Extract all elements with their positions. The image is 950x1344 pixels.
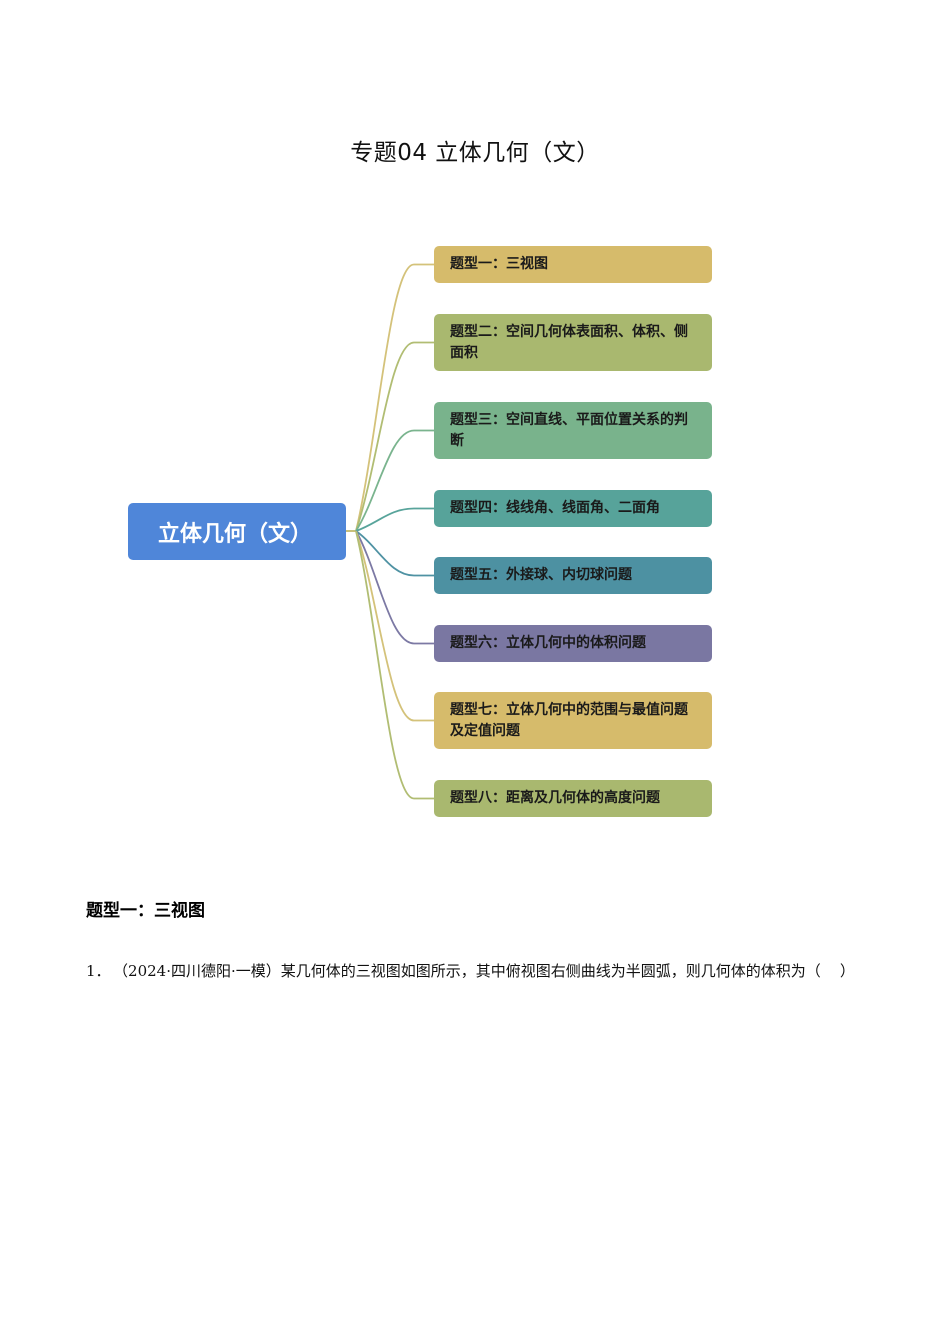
branch-label: 题型四：线线角、线面角、二面角 [450,500,660,516]
mind-map-branch-5: 题型五：外接球、内切球问题 [434,557,712,594]
mind-map-branch-3: 题型三：空间直线、平面位置关系的判断 [434,402,712,459]
mind-map: 立体几何（文） 题型一：三视图 题型二：空间几何体表面积、体积、侧面积 题型三：… [128,246,712,817]
mind-map-branch-8: 题型八：距离及几何体的高度问题 [434,780,712,817]
mind-map-branch-6: 题型六：立体几何中的体积问题 [434,625,712,662]
question-source: （2024·四川德阳·一模） [120,962,281,980]
mind-map-branch-4: 题型四：线线角、线面角、二面角 [434,490,712,527]
mind-map-connectors [346,263,434,800]
branch-label: 题型七：立体几何中的范围与最值问题及定值问题 [450,701,688,739]
question-1: 1． （2024·四川德阳·一模）某几何体的三视图如图所示，其中俯视图右侧曲线为半… [86,953,866,989]
mind-map-root-node: 立体几何（文） [128,503,346,560]
question-text: 某几何体的三视图如图所示，其中俯视图右侧曲线为半圆弧，则几何体的体积为 [280,962,806,980]
question-number: 1． [86,962,111,980]
branch-label: 题型五：外接球、内切球问题 [450,567,632,583]
branch-label: 题型二：空间几何体表面积、体积、侧面积 [450,323,688,361]
branch-label: 题型三：空间直线、平面位置关系的判断 [450,411,688,449]
section-heading: 题型一：三视图 [86,901,205,921]
mind-map-branch-1: 题型一：三视图 [434,246,712,283]
root-node-label: 立体几何（文） [157,521,312,547]
mind-map-branch-7: 题型七：立体几何中的范围与最值问题及定值问题 [434,692,712,749]
answer-blank: （ ） [805,962,855,980]
branch-label: 题型一：三视图 [450,256,548,272]
page-title: 专题04 立体几何（文） [350,140,600,166]
mind-map-branch-2: 题型二：空间几何体表面积、体积、侧面积 [434,314,712,371]
branch-label: 题型八：距离及几何体的高度问题 [450,790,660,806]
branch-label: 题型六：立体几何中的体积问题 [450,635,646,651]
